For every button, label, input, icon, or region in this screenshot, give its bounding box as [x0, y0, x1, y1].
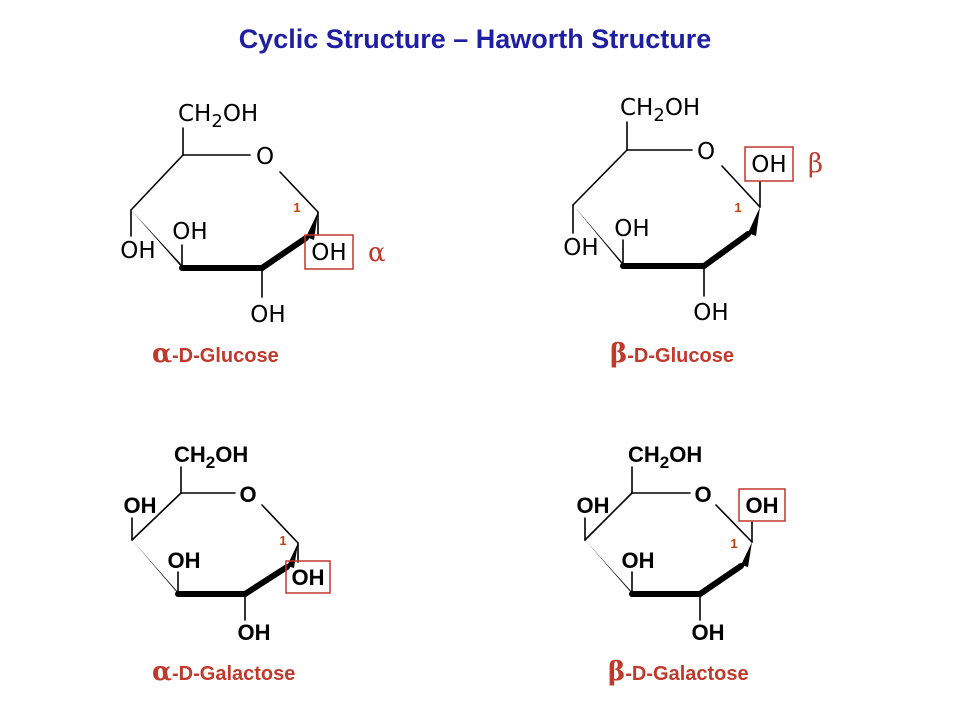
anomeric-oh-box	[738, 488, 786, 522]
c2-c1-bond	[701, 231, 751, 269]
ch2oh-group: CH2OH	[178, 101, 258, 132]
structure-alpha-d-galactose: CH2OH O 1 OH OH OH OH α-D-Galactose	[124, 442, 331, 687]
structure-beta-d-glucose: CH2OH O 1 OH β OH OH OH β-D-Glucose	[563, 95, 823, 369]
anomer-symbol: α	[368, 238, 386, 268]
anomeric-oh-box	[285, 560, 331, 594]
c4-oh: OH	[563, 235, 598, 261]
c3-oh: OH	[168, 548, 201, 573]
structure-beta-d-galactose: CH2OH O 1 OH OH OH OH β-D-Galactose	[577, 442, 786, 687]
carbon-number: 1	[279, 533, 286, 548]
o-c1-bond	[715, 504, 753, 543]
ch2oh-group: CH2OH	[628, 442, 702, 472]
anomeric-oh-box	[304, 234, 354, 270]
ch2oh-group: CH2OH	[620, 95, 700, 126]
structure-name: α-D-Glucose	[152, 339, 279, 369]
carbon-number: 1	[293, 200, 300, 215]
o-c1-bond	[279, 171, 319, 213]
c2-c1-bond	[259, 235, 309, 271]
c4-c5-bond	[131, 492, 182, 541]
o-c1-bond	[261, 504, 299, 544]
ring-oxygen: O	[256, 144, 274, 170]
c2-c1-bond	[242, 564, 290, 597]
c1-c2-wedge	[741, 542, 752, 567]
anomeric-oh: OH	[746, 493, 779, 518]
c2-oh: OH	[238, 620, 271, 645]
ch2oh-group: CH2OH	[174, 442, 248, 472]
c3-oh: OH	[172, 219, 207, 245]
slide-title: Cyclic Structure – Haworth Structure	[239, 24, 712, 54]
c4-c3-wedge	[585, 540, 634, 596]
c4-c3-wedge	[132, 540, 180, 596]
c2-oh: OH	[692, 620, 725, 645]
anomeric-oh: OH	[292, 565, 325, 590]
c2-oh: OH	[250, 302, 285, 328]
structure-name: β-D-Glucose	[610, 339, 734, 369]
anomeric-oh: OH	[751, 152, 786, 178]
o-c1-bond	[721, 165, 761, 208]
c1-c2-wedge	[748, 207, 760, 236]
c3-oh: OH	[614, 216, 649, 242]
c3-oh: OH	[622, 548, 655, 573]
c4-oh: OH	[124, 493, 157, 518]
c4-oh: OH	[577, 493, 610, 518]
c4-oh: OH	[120, 238, 155, 264]
c4-c5-bond	[572, 149, 628, 206]
anomeric-oh-box	[744, 146, 794, 182]
structure-name: α-D-Galactose	[152, 657, 295, 687]
structure-name: β-D-Galactose	[608, 657, 749, 687]
c2-oh: OH	[693, 300, 728, 326]
c1-c2-wedge	[306, 212, 318, 240]
ring-oxygen: O	[239, 482, 256, 507]
carbon-number: 1	[734, 200, 741, 215]
anomeric-oh: OH	[311, 240, 346, 266]
structure-alpha-d-glucose: CH2OH O 1 OH α OH OH OH α-D-Glucose	[120, 101, 385, 369]
c4-c3-wedge	[131, 210, 184, 270]
ring-oxygen: O	[694, 482, 711, 507]
c2-c1-bond	[697, 563, 744, 597]
ring-oxygen: O	[697, 139, 715, 165]
c4-c5-bond	[584, 492, 633, 541]
anomer-symbol: β	[808, 149, 823, 179]
carbon-number: 1	[730, 536, 737, 551]
c4-c3-wedge	[573, 205, 625, 268]
c4-c5-bond	[130, 154, 184, 211]
